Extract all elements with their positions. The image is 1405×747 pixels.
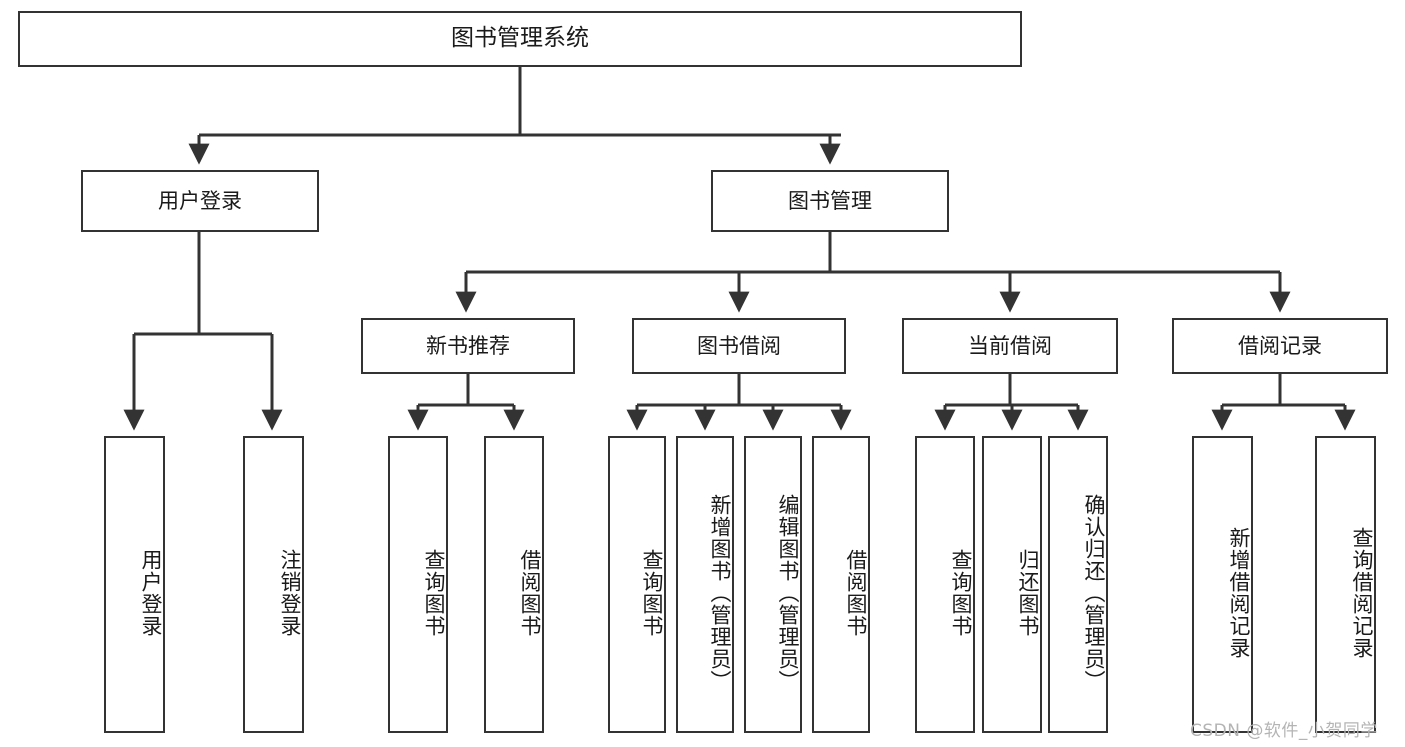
node-leaf-borrow-book[interactable]: 借阅图书	[812, 436, 870, 733]
node-level1-user-login-label: 用户登录	[158, 188, 242, 213]
node-leaf-confirm-return-admin[interactable]: 确认归还（管理员）	[1048, 436, 1108, 733]
node-leaf-logout-label: 注销登录	[278, 548, 302, 637]
node-leaf-confirm-return-admin-label: 确认归还（管理员）	[1082, 493, 1106, 692]
node-leaf-query-borrow-record[interactable]: 查询借阅记录	[1315, 436, 1376, 733]
node-leaf-borrow-book-recommend-label: 借阅图书	[518, 548, 542, 637]
node-leaf-return-book-label: 归还图书	[1016, 548, 1040, 637]
node-level2-new-book-recommend-label: 新书推荐	[426, 333, 510, 358]
node-level2-book-borrow-label: 图书借阅	[697, 333, 781, 358]
node-leaf-logout[interactable]: 注销登录	[243, 436, 304, 733]
node-root[interactable]: 图书管理系统	[18, 11, 1022, 67]
node-leaf-user-login[interactable]: 用户登录	[104, 436, 165, 733]
node-leaf-edit-book-admin[interactable]: 编辑图书（管理员）	[744, 436, 802, 733]
node-leaf-query-book-current-label: 查询图书	[949, 548, 973, 637]
node-leaf-add-borrow-record[interactable]: 新增借阅记录	[1192, 436, 1253, 733]
node-level2-new-book-recommend[interactable]: 新书推荐	[361, 318, 575, 374]
node-leaf-edit-book-admin-label: 编辑图书（管理员）	[776, 493, 800, 692]
node-level2-book-borrow[interactable]: 图书借阅	[632, 318, 846, 374]
node-level1-book-management-label: 图书管理	[788, 188, 872, 213]
node-leaf-query-book-borrow-label: 查询图书	[640, 548, 664, 637]
node-level2-current-borrow[interactable]: 当前借阅	[902, 318, 1118, 374]
node-level1-book-management[interactable]: 图书管理	[711, 170, 949, 232]
node-leaf-add-borrow-record-label: 新增借阅记录	[1227, 526, 1251, 659]
node-level1-user-login[interactable]: 用户登录	[81, 170, 319, 232]
watermark: CSDN @软件_小贺同学	[1190, 721, 1378, 741]
node-leaf-query-book-recommend[interactable]: 查询图书	[388, 436, 448, 733]
node-leaf-add-book-admin[interactable]: 新增图书（管理员）	[676, 436, 734, 733]
node-leaf-return-book[interactable]: 归还图书	[982, 436, 1042, 733]
node-leaf-user-login-label: 用户登录	[139, 548, 163, 637]
node-root-label: 图书管理系统	[451, 25, 589, 52]
node-level2-borrow-record-label: 借阅记录	[1238, 333, 1322, 358]
node-leaf-query-book-recommend-label: 查询图书	[422, 548, 446, 637]
node-leaf-query-book-borrow[interactable]: 查询图书	[608, 436, 666, 733]
node-leaf-add-book-admin-label: 新增图书（管理员）	[708, 493, 732, 692]
node-leaf-query-book-current[interactable]: 查询图书	[915, 436, 975, 733]
node-leaf-query-borrow-record-label: 查询借阅记录	[1350, 526, 1374, 659]
node-level2-borrow-record[interactable]: 借阅记录	[1172, 318, 1388, 374]
node-leaf-borrow-book-recommend[interactable]: 借阅图书	[484, 436, 544, 733]
node-leaf-borrow-book-label: 借阅图书	[844, 548, 868, 637]
node-level2-current-borrow-label: 当前借阅	[968, 333, 1052, 358]
